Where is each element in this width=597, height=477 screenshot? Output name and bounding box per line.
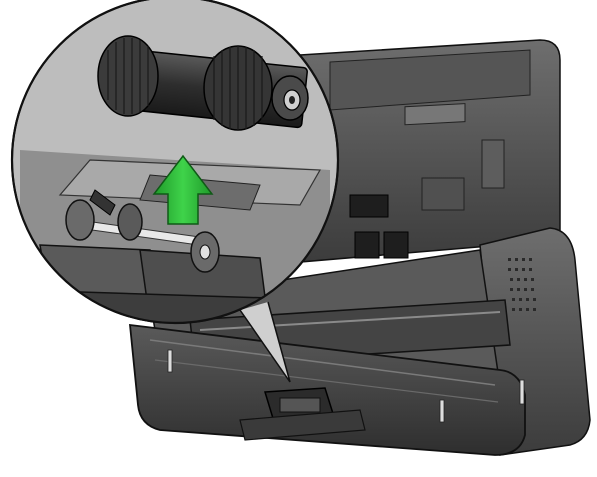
callout-pointer [239,301,291,383]
callout-border [10,0,340,325]
green-up-arrow-icon [152,154,214,225]
roller-tread [107,38,263,130]
feed-roller-assembly [97,35,309,131]
callout-lower-roller-mid [117,203,143,241]
cover-top-recess [329,49,531,111]
guide-bar-highlight [199,311,501,331]
sensor-window-upper [349,194,389,218]
feed-module-roller-slot [279,397,321,413]
cover-inner-panel [421,177,465,211]
sensor-window-left [354,231,380,259]
tray-pin-side [519,379,525,405]
tray-ridge-2 [154,359,499,403]
cover-side-slot [481,139,505,189]
cover-label-plate [404,103,466,126]
scanner-input-tray [128,323,526,456]
tray-front-lip [239,409,366,441]
callout-clip-latch [89,189,116,216]
feed-roller-axle-center [289,96,295,104]
side-vent-grille [508,258,536,311]
sensor-window-right [383,231,409,259]
tray-ridge-1 [149,339,496,386]
magnified-callout [10,0,340,325]
feed-roller-tire-left [97,35,159,117]
lift-arrow-shape [152,154,214,225]
callout-lower-roller-hub [199,244,211,260]
tray-pin-left [167,349,173,373]
callout-lower-roller-left [65,199,95,241]
tray-pin-right [439,399,445,423]
